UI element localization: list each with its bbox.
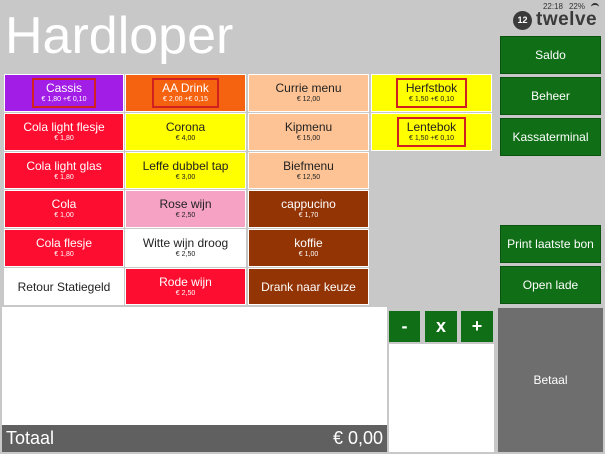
tile-price: € 2,50	[175, 289, 196, 297]
product-tile-herfstbok[interactable]: Herfstbok € 1,50 +€ 0,10	[371, 74, 492, 112]
beheer-button[interactable]: Beheer	[500, 77, 601, 115]
tile-name: Currie menu	[275, 81, 342, 95]
tile-price: € 2,50	[175, 212, 196, 219]
product-tile-currie-menu[interactable]: Currie menu € 12,00	[248, 74, 369, 112]
product-tile-cassis[interactable]: Cassis € 1,80 +€ 0,10	[4, 74, 124, 112]
increase-quantity-button[interactable]: +	[461, 311, 493, 342]
tile-name: Kipmenu	[284, 120, 333, 134]
tile-name: Rode wijn	[159, 274, 212, 289]
product-tile-corona[interactable]: Corona € 4,00	[125, 113, 246, 151]
tile-price: € 1,00	[298, 251, 319, 258]
tile-name: Witte wijn droog	[142, 236, 229, 250]
tile-name: Rose wijn	[159, 197, 212, 211]
wifi-icon	[591, 2, 599, 11]
tile-name: Herfstbok	[405, 81, 458, 95]
tile-price: € 3,00	[175, 173, 196, 181]
quantity-display	[389, 344, 494, 452]
tile-name: Retour Statiegeld	[17, 279, 111, 294]
product-tile-rode-wijn[interactable]: Rode wijn € 2,50	[125, 268, 246, 305]
order-list[interactable]	[2, 307, 387, 425]
product-tile-kipmenu[interactable]: Kipmenu € 15,00	[248, 113, 369, 151]
tile-name: Cola light flesje	[23, 120, 105, 134]
total-bar: Totaal € 0,00	[2, 425, 387, 452]
product-tile-retour-statiegeld[interactable]: Retour Statiegeld	[4, 268, 124, 305]
tile-name: Biefmenu	[283, 158, 334, 173]
pay-button[interactable]: Betaal	[498, 308, 603, 452]
battery-level: 22%	[568, 2, 585, 11]
page-title: Hardloper	[5, 7, 234, 65]
product-tile-cola[interactable]: Cola € 1,00	[4, 190, 124, 228]
tile-name: koffie	[294, 236, 323, 250]
saldo-button[interactable]: Saldo	[500, 36, 601, 74]
tile-price: € 1,80	[54, 173, 74, 181]
tile-price: € 4,00	[175, 135, 196, 142]
product-tile-lentebok[interactable]: Lentebok € 1,50 +€ 0,10	[371, 113, 492, 151]
tile-name: Cola flesje	[35, 236, 93, 250]
total-label: Totaal	[6, 428, 55, 448]
tile-name: Drank naar keuze	[261, 279, 356, 294]
tile-name: Corona	[165, 120, 206, 134]
tile-price: € 1,00	[54, 212, 74, 219]
clock: 22:18	[542, 2, 563, 11]
product-tile-drank-naar-keuze[interactable]: Drank naar keuze	[248, 268, 369, 305]
tile-name: Leffe dubbel tap	[142, 158, 229, 173]
tile-name: Cassis	[45, 81, 82, 95]
tile-price: € 2,00 +€ 0,15	[163, 96, 208, 103]
product-tile-cola-light-flesje[interactable]: Cola light flesje € 1,80	[4, 113, 124, 151]
product-tile-leffe-dubbel-tap[interactable]: Leffe dubbel tap € 3,00	[125, 152, 246, 189]
tile-price: € 1,50 +€ 0,10	[409, 135, 454, 142]
tile-price: € 1,70	[298, 212, 319, 219]
kassaterminal-button[interactable]: Kassaterminal	[500, 118, 601, 156]
tile-price: € 1,50 +€ 0,10	[409, 96, 454, 103]
tile-price: € 1,80	[54, 251, 74, 258]
tile-price: € 1,80 +€ 0,10	[41, 96, 87, 103]
remove-item-button[interactable]: x	[425, 311, 457, 342]
tile-price: € 15,00	[296, 135, 321, 142]
tile-name: Cola light glas	[26, 158, 102, 173]
product-tile-aa-drink[interactable]: AA Drink € 2,00 +€ 0,15	[125, 74, 246, 112]
product-tile-biefmenu[interactable]: Biefmenu € 12,50	[248, 152, 369, 189]
logo-text: twelve	[536, 9, 598, 30]
tile-price: € 12,50	[296, 173, 321, 181]
decrease-quantity-button[interactable]: -	[389, 311, 420, 342]
tile-price: € 1,80	[54, 135, 74, 142]
total-amount: € 0,00	[332, 428, 383, 448]
product-tile-koffie[interactable]: koffie € 1,00	[248, 229, 369, 267]
product-tile-cappucino[interactable]: cappucino € 1,70	[248, 190, 369, 228]
tile-name: Lentebok	[406, 120, 457, 134]
tile-name: Cola	[51, 197, 77, 211]
product-tile-rose-wijn[interactable]: Rose wijn € 2,50	[125, 190, 246, 228]
status-bar: 22:18 22%	[543, 2, 599, 11]
product-tile-cola-flesje[interactable]: Cola flesje € 1,80	[4, 229, 124, 267]
open-drawer-button[interactable]: Open lade	[500, 266, 601, 304]
logo: 12 twelve	[513, 9, 597, 31]
tile-name: cappucino	[281, 197, 336, 211]
print-last-receipt-button[interactable]: Print laatste bon	[500, 225, 601, 263]
tile-price: € 2,50	[175, 251, 196, 258]
tile-price: € 12,00	[296, 96, 321, 103]
product-tile-cola-light-glas[interactable]: Cola light glas € 1,80	[4, 152, 124, 189]
tile-name: AA Drink	[162, 81, 209, 95]
product-tile-witte-wijn-droog[interactable]: Witte wijn droog € 2,50	[125, 229, 246, 267]
twelve-logo-icon: 12	[513, 10, 532, 30]
